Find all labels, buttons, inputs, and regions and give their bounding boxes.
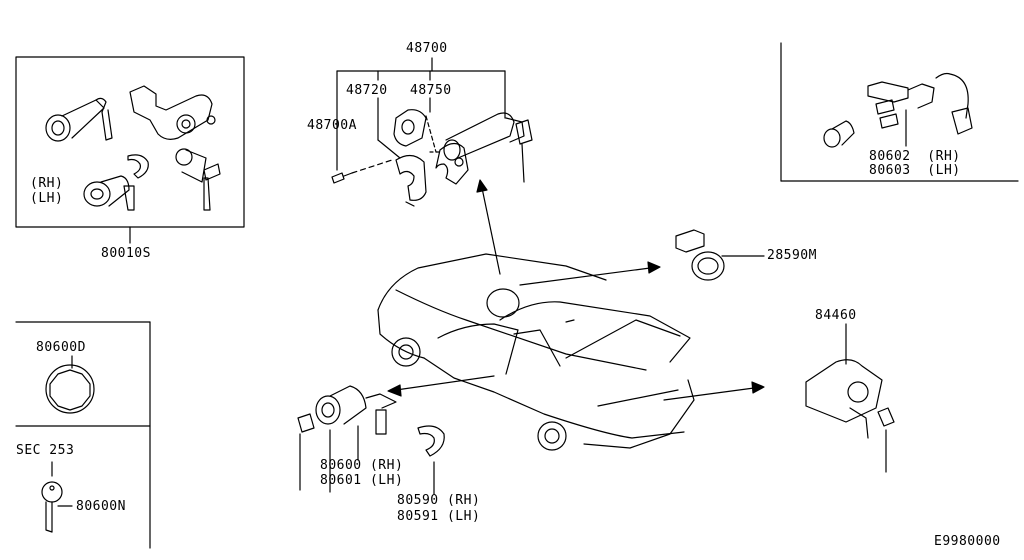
kit-trunk-cylinder-drawing <box>175 148 221 211</box>
leader-arrows <box>387 179 765 401</box>
ignition-key-cylinder-drawing <box>393 109 437 153</box>
kit-ignition-housing-drawing <box>129 85 216 140</box>
key-80600n-drawing <box>41 461 73 533</box>
ignition-lower-clamp-drawing <box>395 154 427 207</box>
sensor-28590m-drawing <box>675 229 765 281</box>
kit-clip-drawing <box>127 154 149 179</box>
label-80600d: 80600D <box>36 340 86 355</box>
bottom-left-panels <box>15 321 151 549</box>
trunk-lock-84460-drawing <box>805 323 895 473</box>
label-48700a: 48700A <box>307 118 357 133</box>
label-80602: 80602 (RH) <box>869 149 961 164</box>
ignition-screw-drawing <box>331 159 393 184</box>
label-80590-rh: 80590 (RH) <box>397 493 481 508</box>
label-kit-rh: (RH) <box>30 176 64 191</box>
label-84460: 84460 <box>815 308 857 323</box>
inset-cylinder-drawing <box>823 120 855 148</box>
kit-door-cylinder-drawing <box>45 97 113 142</box>
label-28590m: 28590M <box>767 248 817 263</box>
steering-lock-body-drawing <box>443 112 525 161</box>
escutcheon-80600d-drawing <box>45 364 95 414</box>
kit-box <box>15 56 245 244</box>
label-48750: 48750 <box>410 83 452 98</box>
label-80600-rh: 80600 (RH) <box>320 458 404 473</box>
label-kit-lh: (LH) <box>30 191 64 206</box>
label-sec-253: SEC 253 <box>16 443 75 458</box>
label-80603: 80603 (LH) <box>869 163 961 178</box>
door-cylinder-80600-drawing <box>297 385 397 493</box>
ignition-key-drawing <box>515 119 533 183</box>
drawing-number: E9980000 <box>934 534 1001 549</box>
label-48720: 48720 <box>346 83 388 98</box>
label-80591-lh: 80591 (LH) <box>397 509 481 524</box>
label-48700: 48700 <box>406 41 448 56</box>
inset-box <box>780 42 1019 182</box>
kit-rh-lh-cylinder-drawing <box>83 175 135 211</box>
clip-80590-drawing <box>417 425 445 495</box>
label-kit-set: 80010S <box>101 246 151 261</box>
sedan-drawing <box>377 253 695 451</box>
label-80600n: 80600N <box>76 499 126 514</box>
inset-switch-drawing <box>867 72 973 135</box>
ignition-bracket-lines <box>336 57 506 171</box>
label-80601-lh: 80601 (LH) <box>320 473 404 488</box>
